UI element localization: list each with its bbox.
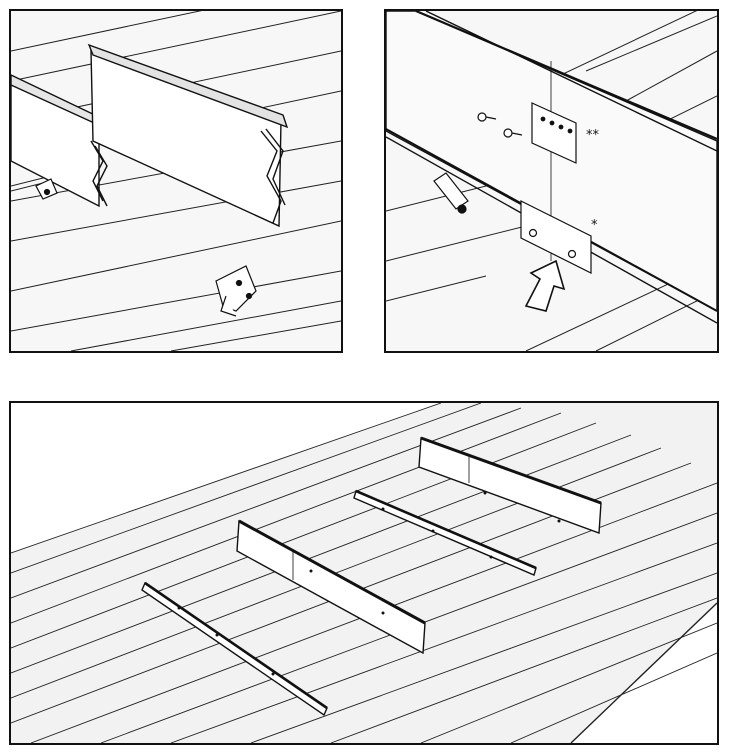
panel-snow-guard-closeup: [9, 9, 343, 353]
panel-splice-detail: ** *: [384, 9, 719, 353]
guard-row-front: [236, 519, 426, 655]
bracket: [520, 200, 592, 274]
clamp-dots: [177, 491, 561, 676]
plate-callout: **: [586, 128, 600, 143]
rail-back: [353, 489, 537, 576]
seam-clamp-b: [433, 172, 469, 214]
panel-roof-overview: [9, 401, 719, 745]
bracket-callout: *: [591, 218, 598, 233]
screw-icons: [477, 112, 523, 138]
seam-clamp-left: [35, 178, 58, 200]
splice-detail-illustration: ** *: [386, 11, 717, 351]
up-arrow-icon: [524, 259, 566, 312]
seam-clamp-bottom: [215, 265, 257, 317]
right-snow-guard: [87, 43, 289, 228]
guard-row-back: [418, 436, 602, 534]
snow-guard-closeup-illustration: [11, 11, 341, 351]
splice-plate: [531, 102, 577, 164]
roof-overview-illustration: [11, 403, 717, 743]
rail-front: [141, 581, 328, 717]
